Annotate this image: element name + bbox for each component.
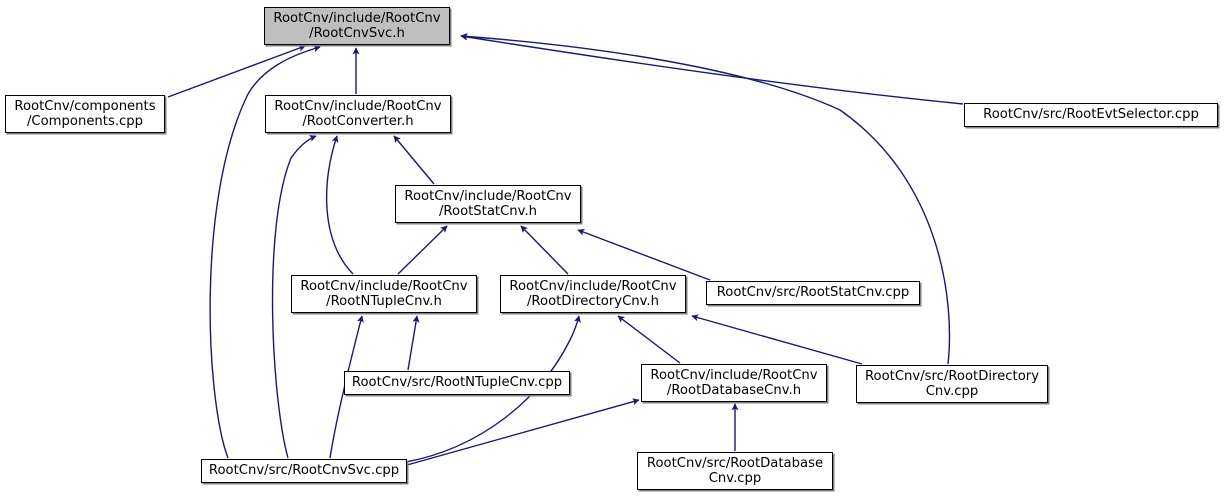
graph-node-rootcnvsvc_h[interactable]: RootCnv/include/RootCnv /RootCnvSvc.h [264,7,450,45]
graph-edge-rootntuplecnv_h-to-rootstatcnv_h [397,225,448,275]
graph-edge-rootstatcnv_cpp-to-rootstatcnv_h [577,228,711,281]
graph-edge-rootdirectorycnv_cpp-to-rootdirectorycnv_h [691,314,863,365]
graph-edge-rootcnvsvc_cpp-to-rootdatabasecnv_h [406,398,640,466]
graph-node-rootntuplecnv_h[interactable]: RootCnv/include/RootCnv /RootNTupleCnv.h [291,275,477,313]
graph-node-rootdatabasecnv_h[interactable]: RootCnv/include/RootCnv /RootDatabaseCnv… [641,364,827,402]
graph-node-rootdirectorycnv_cpp[interactable]: RootCnv/src/RootDirectory Cnv.cpp [856,365,1048,403]
graph-edge-rootevtselector_cpp-to-rootcnvsvc_h [460,33,964,105]
graph-node-components_cpp[interactable]: RootCnv/components /Components.cpp [5,95,165,133]
graph-node-rootntuplecnv_cpp[interactable]: RootCnv/src/RootNTupleCnv.cpp [344,371,570,395]
graph-node-rootstatcnv_cpp[interactable]: RootCnv/src/RootStatCnv.cpp [706,281,920,305]
graph-node-rootstatcnv_h[interactable]: RootCnv/include/RootCnv /RootStatCnv.h [395,185,581,223]
graph-node-rootdirectorycnv_h[interactable]: RootCnv/include/RootCnv /RootDirectoryCn… [500,275,686,313]
graph-edge-rootdirectorycnv_h-to-rootstatcnv_h [520,225,569,275]
graph-edge-rootdatabasecnv_h-to-rootdirectorycnv_h [617,315,681,364]
graph-edge-rootstatcnv_h-to-rootconverter_h [393,135,435,185]
graph-edge-rootntuplecnv_h-to-rootconverter_h [326,135,354,275]
graph-edge-components_cpp-to-rootcnvsvc_h [167,44,306,98]
graph-node-rootcnvsvc_cpp[interactable]: RootCnv/src/RootCnvSvc.cpp [201,459,407,483]
graph-node-rootconverter_h[interactable]: RootCnv/include/RootCnv /RootConverter.h [265,95,451,133]
graph-edge-rootntuplecnv_cpp-to-rootntuplecnv_h [407,315,420,371]
graph-node-rootdatabasecnv_cpp[interactable]: RootCnv/src/RootDatabase Cnv.cpp [637,452,833,490]
graph-node-rootevtselector_cpp[interactable]: RootCnv/src/RootEvtSelector.cpp [964,103,1218,127]
